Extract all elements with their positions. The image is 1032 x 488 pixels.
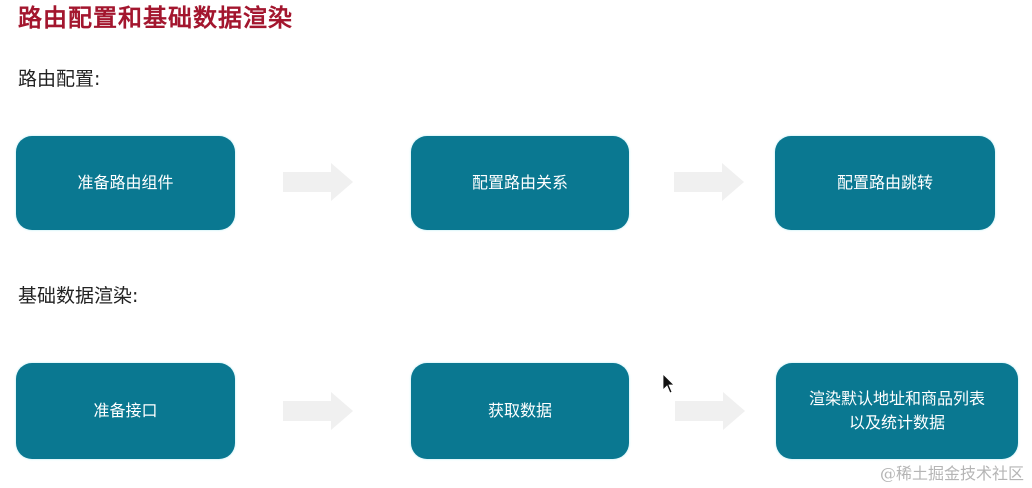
arrow-right-icon xyxy=(674,163,744,201)
step-prepare-api: 准备接口 xyxy=(16,363,235,459)
step-label: 准备接口 xyxy=(93,401,158,420)
step-configure-route-navigation: 配置路由跳转 xyxy=(775,136,995,230)
step-render-address-goods-stats: 渲染默认地址和商品列表 以及统计数据 xyxy=(776,363,1018,459)
page-title: 路由配置和基础数据渲染 xyxy=(18,4,293,32)
step-configure-route-relations: 配置路由关系 xyxy=(411,136,629,230)
arrow-right-icon xyxy=(283,163,353,201)
section-label-data-rendering: 基础数据渲染: xyxy=(18,285,139,307)
mouse-pointer-icon xyxy=(663,374,675,394)
arrow-right-icon xyxy=(675,392,745,430)
step-label: 获取数据 xyxy=(487,401,552,420)
step-prepare-route-components: 准备路由组件 xyxy=(16,136,235,230)
section-label-routing: 路由配置: xyxy=(18,68,101,90)
watermark: @稀土掘金技术社区 xyxy=(879,464,1024,483)
step-label-line1: 渲染默认地址和商品列表 xyxy=(808,389,985,408)
step-label: 准备路由组件 xyxy=(77,173,174,192)
arrow-right-icon xyxy=(283,392,353,430)
step-label-line2: 以及统计数据 xyxy=(848,413,945,432)
step-label: 配置路由跳转 xyxy=(836,173,933,192)
step-label: 配置路由关系 xyxy=(471,173,568,192)
step-fetch-data: 获取数据 xyxy=(411,363,629,459)
